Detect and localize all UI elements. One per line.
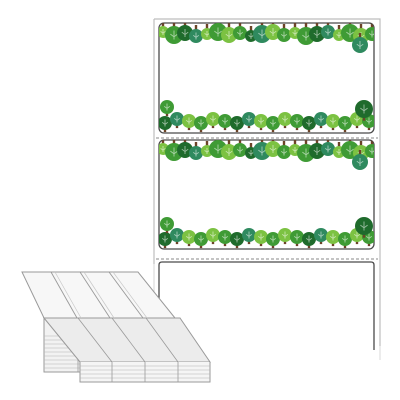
tree-icon <box>233 23 247 40</box>
tree-icon <box>277 141 291 159</box>
label-1[interactable] <box>157 19 379 134</box>
tree-icon <box>230 116 244 133</box>
fanfold-stack-icon <box>21 271 211 383</box>
tree-icon <box>177 140 193 158</box>
tree-icon <box>278 228 292 245</box>
tree-icon <box>265 140 281 157</box>
tree-icon <box>355 100 373 121</box>
tree-border-2 <box>159 140 374 249</box>
tree-icon <box>277 24 291 42</box>
tree-icon <box>182 114 196 131</box>
tree-icon <box>309 140 325 159</box>
tree-icon <box>302 116 316 133</box>
tree-icon <box>352 150 368 170</box>
label-2[interactable] <box>157 136 379 250</box>
tree-icon <box>338 116 352 133</box>
tree-icon <box>189 25 203 43</box>
stack-top-sheet <box>21 271 177 319</box>
tree-icon <box>266 232 280 249</box>
tree-icon <box>159 232 172 249</box>
tree-icon <box>159 116 172 133</box>
tree-icon <box>309 23 325 42</box>
tree-icon <box>314 112 328 129</box>
tree-icon <box>326 114 340 131</box>
tree-icon <box>206 112 220 129</box>
tree-icon <box>302 232 316 249</box>
tree-icon <box>365 140 374 158</box>
tree-icon <box>321 23 335 39</box>
tree-icon <box>338 232 352 249</box>
tree-icon <box>290 230 304 247</box>
tree-icon <box>233 140 247 157</box>
tree-icon <box>355 217 373 238</box>
tree-icon <box>170 112 184 129</box>
tree-icon <box>278 112 292 129</box>
tree-icon <box>365 23 374 41</box>
tree-icon <box>221 140 237 160</box>
tree-icon <box>321 140 335 156</box>
perforation-lines <box>156 137 378 260</box>
stack-layers <box>42 317 211 383</box>
tree-icon <box>230 232 244 249</box>
tree-icon <box>254 230 268 247</box>
tree-icon <box>182 230 196 247</box>
tree-icon <box>177 23 193 41</box>
tree-icon <box>290 114 304 131</box>
tree-border-1 <box>159 23 374 133</box>
tree-icon <box>265 23 281 40</box>
carrier-sheet <box>153 18 381 360</box>
tree-icon <box>242 112 256 129</box>
tree-icon <box>242 228 256 245</box>
tree-icon <box>218 114 232 131</box>
tree-icon <box>194 116 208 133</box>
tree-icon <box>254 114 268 131</box>
tree-icon <box>160 217 174 234</box>
tree-icon <box>314 228 328 245</box>
tree-icon <box>194 232 208 249</box>
tree-icon <box>326 230 340 247</box>
tree-icon <box>189 142 203 160</box>
tree-icon <box>221 23 237 43</box>
tree-icon <box>352 33 368 53</box>
tree-icon <box>160 100 174 117</box>
tree-icon <box>206 228 220 245</box>
tree-icon <box>266 116 280 133</box>
label-3-partial <box>158 261 375 350</box>
tree-icon <box>170 228 184 245</box>
tree-icon <box>218 230 232 247</box>
